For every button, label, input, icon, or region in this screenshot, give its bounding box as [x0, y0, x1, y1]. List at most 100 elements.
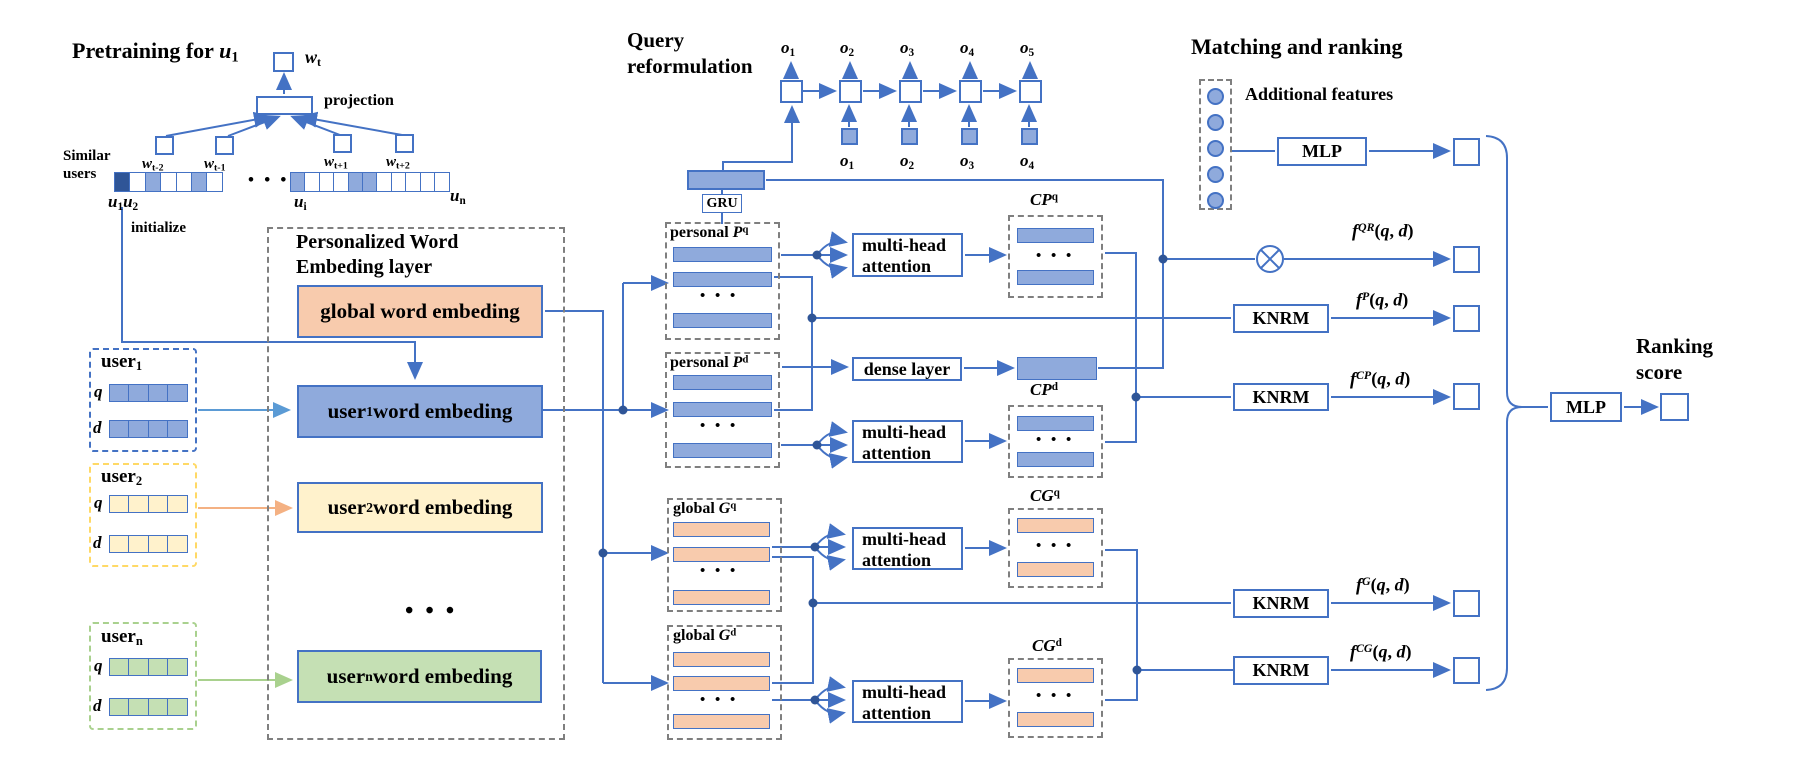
global-gd-label: global Gd: [673, 627, 737, 644]
user2-label: user2: [101, 466, 143, 489]
usern-label: usern: [101, 626, 143, 649]
embedding-layer-box: [267, 227, 565, 740]
context-word-node: [333, 134, 352, 153]
score-cg-label: fCG(q, d): [1350, 641, 1412, 662]
ranking-score-label: Ranking: [1636, 334, 1714, 358]
stack-ellipsis: • • •: [1036, 432, 1075, 448]
feature-node: [1207, 88, 1224, 105]
user1-query-vector: [109, 384, 189, 402]
dense-output-bar: [1017, 357, 1097, 380]
context-word-label: wt-2: [142, 156, 164, 174]
dense-layer-box: dense layer: [852, 357, 962, 381]
mha-box-gq: multi-head attention: [852, 527, 963, 570]
context-word-label: wt-1: [204, 156, 226, 174]
projection-label: projection: [324, 92, 394, 109]
user2-query-vector: [109, 495, 189, 513]
additional-features-label: Additional features: [1245, 84, 1394, 104]
global-gq-label: global Gq: [673, 500, 737, 517]
rnn-input-node: [1021, 128, 1038, 145]
feature-node: [1207, 140, 1224, 157]
doc-label: d: [93, 418, 102, 437]
query-label: q: [94, 656, 103, 675]
score-qr-label: fQR(q, d): [1352, 220, 1414, 241]
score-node: [1453, 657, 1480, 684]
stack-ellipsis: • • •: [700, 563, 739, 579]
rnn-cell: [899, 80, 922, 103]
rnn-input-label: o3: [960, 151, 975, 172]
query-representation-bar: [687, 170, 765, 190]
embedding-layer-title: Embeding layer: [296, 256, 433, 278]
rnn-cell: [839, 80, 862, 103]
mha-box-pd: multi-head attention: [852, 420, 963, 463]
mha-label: multi-head: [862, 422, 947, 442]
rnn-output-label: o2: [840, 38, 855, 59]
rnn-cell: [780, 80, 803, 103]
user-vector-cell: [206, 172, 224, 192]
projection-box: [256, 96, 313, 115]
similar-users-ellipsis: • • •: [248, 170, 290, 189]
similar-users-label: Similar: [63, 148, 111, 164]
score-g-label: fG(q, d): [1356, 574, 1410, 595]
cpq-box: [1008, 215, 1103, 298]
similar-users-vector-left: [114, 172, 224, 192]
score-node: [1453, 246, 1480, 273]
rnn-cell: [959, 80, 982, 103]
score-p-label: fP(q, d): [1356, 289, 1409, 310]
additional-features-box: [1199, 79, 1232, 210]
user-group-label-ui: ui: [294, 192, 307, 213]
global-word-embedding-box: global word embeding: [297, 285, 543, 338]
mha-label: attention: [862, 443, 931, 463]
query-reformulation-title: reformulation: [627, 54, 753, 78]
query-reformulation-title: Query: [627, 28, 685, 52]
mha-label: attention: [862, 703, 931, 723]
user1-label: user1: [101, 351, 143, 374]
mha-box-pq: multi-head attention: [852, 233, 963, 277]
feature-node: [1207, 192, 1224, 209]
usern-query-vector: [109, 658, 189, 676]
stack-ellipsis: • • •: [700, 288, 739, 304]
target-word-label: wt: [305, 47, 321, 69]
doc-label: d: [93, 696, 102, 715]
cpq-label: CPq: [1030, 190, 1058, 209]
mha-box-gd: multi-head attention: [852, 680, 963, 723]
similar-users-label: users: [63, 166, 97, 182]
user1-doc-vector: [109, 420, 189, 438]
gru-box: GRU: [702, 194, 742, 213]
knrm-box-g: KNRM: [1233, 589, 1329, 618]
embedding-ellipsis: • • •: [405, 598, 458, 624]
rnn-input-label: o2: [900, 151, 915, 172]
mha-label: multi-head: [862, 529, 947, 549]
score-node: [1453, 383, 1480, 410]
ranking-score-node: [1660, 393, 1689, 421]
query-label: q: [94, 382, 103, 401]
user-group-label-u1u2: u1u2: [108, 192, 139, 213]
ranking-score-label: score: [1636, 360, 1683, 384]
stack-ellipsis: • • •: [700, 418, 739, 434]
user2-group-box: [89, 463, 197, 567]
stack-ellipsis: • • •: [700, 692, 739, 708]
rnn-input-label: o1: [840, 151, 855, 172]
user-vector-cell: [434, 172, 451, 192]
matching-ranking-title: Matching and ranking: [1191, 34, 1403, 59]
stack-ellipsis: • • •: [1036, 248, 1075, 264]
junction-dots: [598, 250, 1168, 705]
query-label: q: [94, 493, 103, 512]
personal-pd-label: personal Pd: [670, 354, 749, 371]
rnn-output-label: o1: [781, 38, 796, 59]
doc-label: d: [93, 533, 102, 552]
rnn-input-node: [901, 128, 918, 145]
score-node: [1453, 590, 1480, 617]
cpd-box: [1008, 405, 1103, 478]
context-word-label: wt+2: [386, 154, 410, 172]
cgq-box: [1008, 508, 1103, 588]
stack-ellipsis: • • •: [1036, 688, 1075, 704]
mha-label: multi-head: [862, 682, 947, 702]
score-cp-label: fCP(q, d): [1350, 368, 1411, 389]
cgq-label: CGq: [1030, 486, 1060, 505]
usern-doc-vector: [109, 698, 189, 716]
rnn-input-node: [841, 128, 858, 145]
